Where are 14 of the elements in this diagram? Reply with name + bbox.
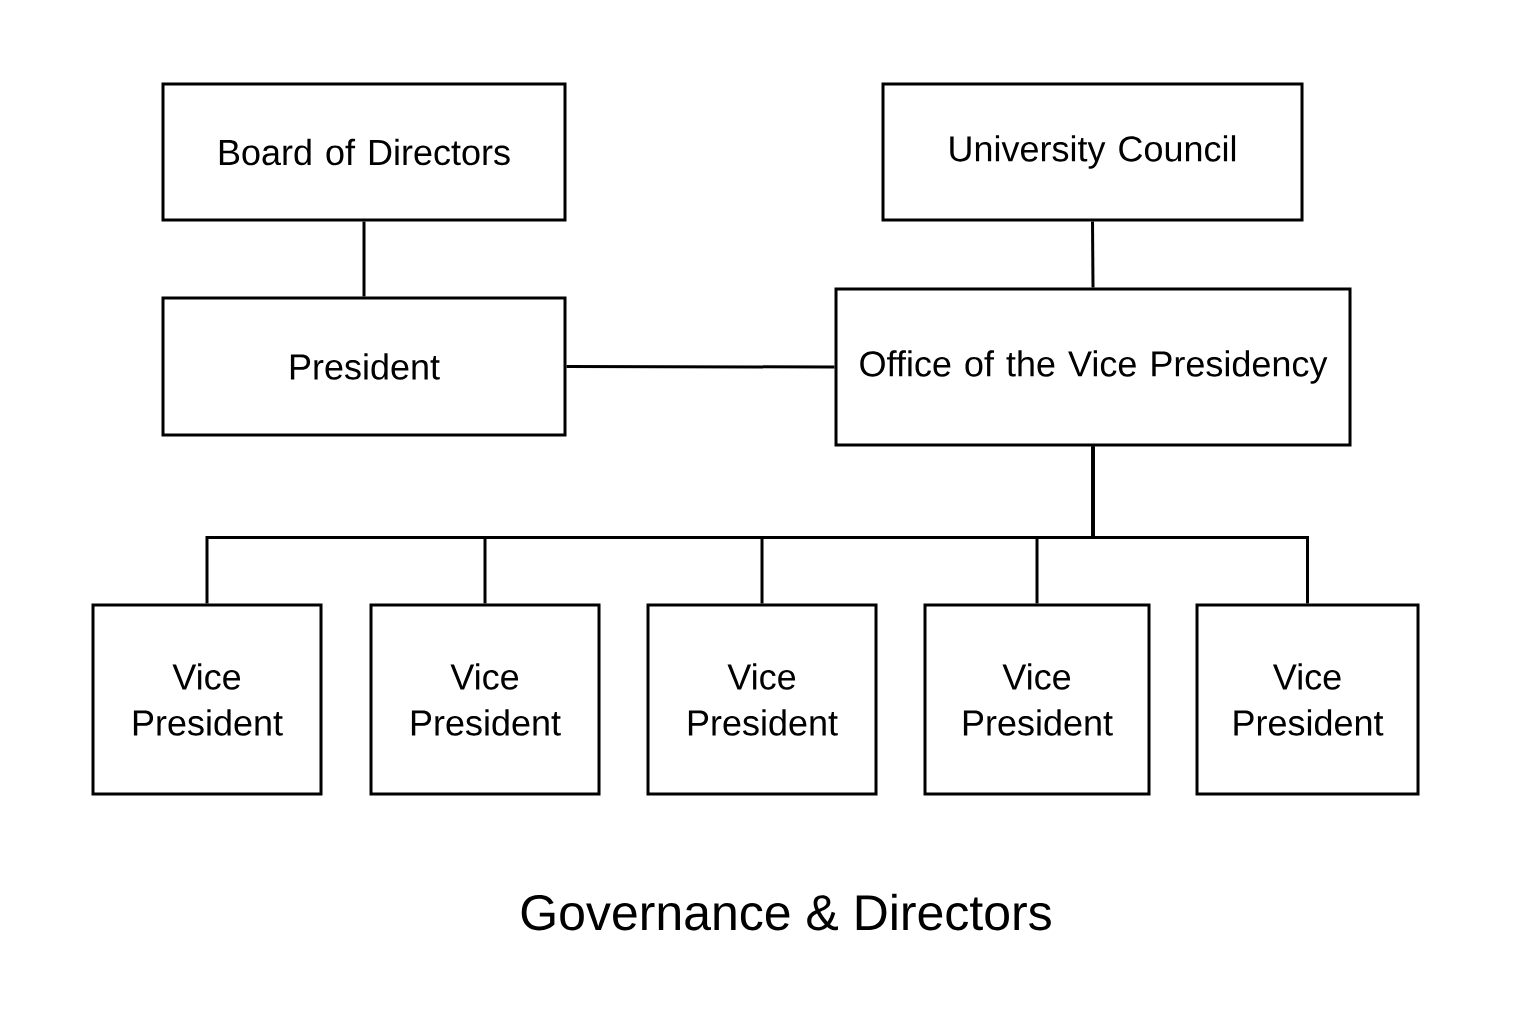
connector-line [1091, 446, 1309, 604]
connector-line [362, 221, 366, 297]
org-box: Vice President [646, 603, 878, 796]
org-box: Office of the Vice Presidency [834, 287, 1352, 447]
org-box: President [161, 296, 567, 437]
org-box: Vice President [369, 603, 601, 796]
connector-line [566, 365, 835, 369]
org-box: University Council [881, 82, 1304, 222]
caption: Governance & Directors [521, 893, 1051, 931]
org-box: Vice President [923, 603, 1151, 796]
org-box: Vice President [1195, 603, 1420, 796]
org-box: Board of Directors [161, 82, 567, 222]
org-box: Vice President [91, 603, 323, 796]
connector-line [1091, 221, 1095, 288]
